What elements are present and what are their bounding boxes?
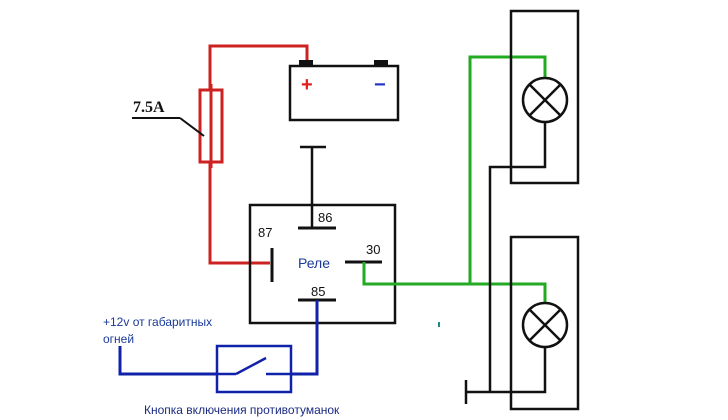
fuse-rating: 7.5A [133, 99, 165, 116]
source-label-line2: огней [103, 332, 134, 346]
battery: + − [288, 60, 400, 122]
battery-icon [288, 64, 400, 122]
lamp-housing-bottom [509, 235, 580, 411]
relay-pin-86-label: 86 [318, 210, 332, 225]
source-label-line1: +12v от габаритных [103, 315, 212, 329]
control-wire [118, 300, 319, 376]
relay-pin-87-label: 87 [258, 225, 272, 240]
switch-caption: Кнопка включения противотуманок [144, 403, 340, 417]
relay-pin-30-label: 30 [366, 242, 380, 257]
lamp-cross-icon [521, 76, 569, 124]
lamp-housing-top [509, 9, 580, 185]
battery-minus-terminal: − [374, 74, 386, 96]
relay-box [248, 203, 397, 325]
load-wire [362, 55, 547, 303]
switch-box [215, 344, 293, 394]
ground-wire [464, 122, 547, 404]
stray-mark [438, 322, 440, 327]
fuse: 7.5A [132, 84, 224, 168]
relay: 86 87 30 85 Реле [248, 203, 397, 325]
lamp-cross-icon [521, 301, 569, 349]
switch-contact-icon [217, 356, 291, 376]
ground-86 [300, 145, 326, 228]
relay-label: Реле [298, 255, 330, 271]
relay-pin-85-label: 85 [311, 284, 325, 299]
battery-plus-terminal: + [301, 74, 313, 96]
fog-switch: Кнопка включения противотуманок [144, 344, 340, 417]
